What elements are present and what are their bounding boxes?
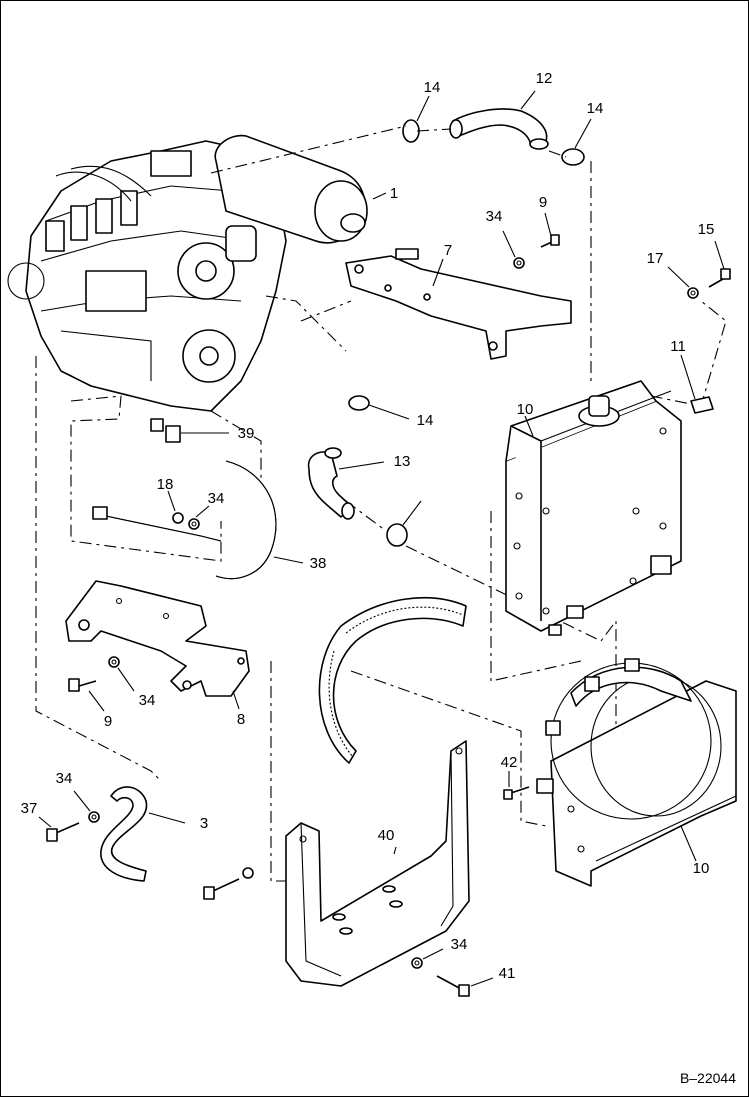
radiator [505,380,682,636]
callout-3: 3 [199,815,209,832]
callout-1: 1 [389,185,399,202]
callout-40: 40 [377,827,395,844]
hose-clamp-upper-right [561,118,592,166]
fan-shroud-band [318,597,467,764]
washer-34-strap [73,790,100,823]
figure-reference: B–22044 [679,1070,736,1086]
mount-bracket [345,248,572,360]
callout-13: 13 [393,453,411,470]
callout-9-bottom: 9 [103,713,113,730]
bolt-37 [38,816,80,842]
washer-upper [502,230,525,269]
callout-14-b: 14 [586,100,604,117]
clip-11 [680,354,714,414]
callout-11: 11 [670,338,686,355]
upper-hose [449,90,549,150]
callout-17: 17 [646,250,664,267]
support-bracket [285,740,470,987]
callout-14-c: 14 [416,412,434,429]
hose-clamp-middle [348,395,410,420]
fan-shroud [536,658,737,887]
callout-34-c: 34 [138,692,156,709]
callout-9-top: 9 [538,194,548,211]
callout-18: 18 [156,476,174,493]
overflow-tube [92,460,304,580]
washer-17 [667,266,699,299]
bolt-41 [436,975,494,997]
callout-15: 15 [697,221,715,238]
bolt-42 [503,771,530,800]
callout-10-fan: 10 [692,860,710,877]
lower-hose [307,447,385,520]
callout-34-a: 34 [485,208,503,225]
callout-37: 37 [20,800,38,817]
engine-assembly [7,140,287,412]
hose-clamp-lower [386,500,422,547]
ground-strap [100,786,186,882]
callout-7: 7 [443,242,453,259]
bolt-support-left [203,867,254,900]
bolt-lower [68,678,105,712]
callout-34-e: 34 [450,936,468,953]
washer-lower [108,656,135,692]
callout-34-b: 34 [207,490,225,507]
bolt-15 [708,240,731,288]
washer-34-support [411,948,444,969]
hose-clamp-upper-left [402,95,430,143]
callout-34-d: 34 [55,770,73,787]
lower-bracket [65,580,250,710]
callout-10-radiator: 10 [516,401,534,418]
callout-38: 38 [309,555,327,572]
callout-14-a: 14 [423,79,441,96]
nut-18 [167,490,184,524]
callout-39: 39 [237,425,255,442]
callout-12: 12 [535,70,553,87]
callout-42: 42 [500,754,518,771]
fitting-39 [150,418,229,443]
callout-41: 41 [498,965,516,982]
washer-34-left [188,505,210,530]
callout-8: 8 [236,711,246,728]
bolt-upper [540,212,560,248]
air-cleaner [214,134,387,244]
